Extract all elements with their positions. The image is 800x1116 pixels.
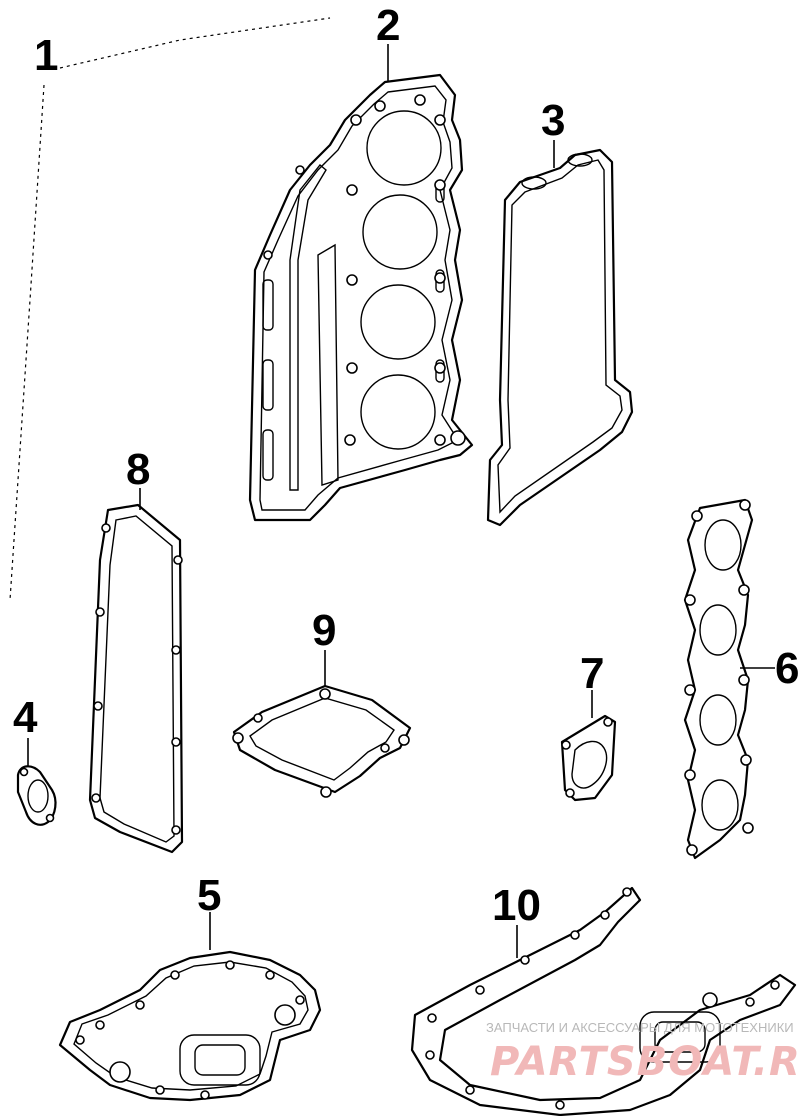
part-label-2: 2 bbox=[376, 1, 400, 50]
part-10-lower-gasket bbox=[410, 886, 797, 1116]
part-label-8: 8 bbox=[126, 445, 150, 494]
part-9-mid-gasket bbox=[232, 650, 412, 798]
part-5-lower-gasket bbox=[58, 912, 322, 1102]
part-8-side-cover-gasket bbox=[88, 488, 184, 854]
part-label-7: 7 bbox=[580, 649, 604, 698]
label-leader-lines bbox=[27, 44, 555, 766]
part-6-manifold-gasket bbox=[683, 498, 775, 860]
part-number-labels: 1 2 3 4 5 6 7 8 9 10 bbox=[13, 1, 799, 930]
part-7-square-gasket bbox=[560, 690, 617, 802]
watermark: ЗАПЧАСТИ И АКСЕССУАРЫ ДЛЯ МОТОТЕХНИКИ PA… bbox=[486, 1020, 800, 1085]
part-label-1: 1 bbox=[34, 31, 58, 80]
part-2-head-gasket bbox=[248, 73, 474, 522]
part-label-10: 10 bbox=[492, 881, 541, 930]
part-4-small-gasket bbox=[16, 765, 57, 826]
part-label-6: 6 bbox=[775, 644, 799, 693]
part-3-head-cover-gasket bbox=[486, 148, 634, 527]
part-label-3: 3 bbox=[541, 96, 565, 145]
part-label-9: 9 bbox=[312, 606, 336, 655]
part-1-kit-outline bbox=[9, 17, 331, 601]
watermark-tagline: ЗАПЧАСТИ И АКСЕССУАРЫ ДЛЯ МОТОТЕХНИКИ bbox=[486, 1020, 794, 1035]
part-label-5: 5 bbox=[197, 871, 221, 920]
watermark-brand: PARTSBOAT.RU bbox=[490, 1039, 800, 1085]
part-label-4: 4 bbox=[13, 693, 38, 742]
